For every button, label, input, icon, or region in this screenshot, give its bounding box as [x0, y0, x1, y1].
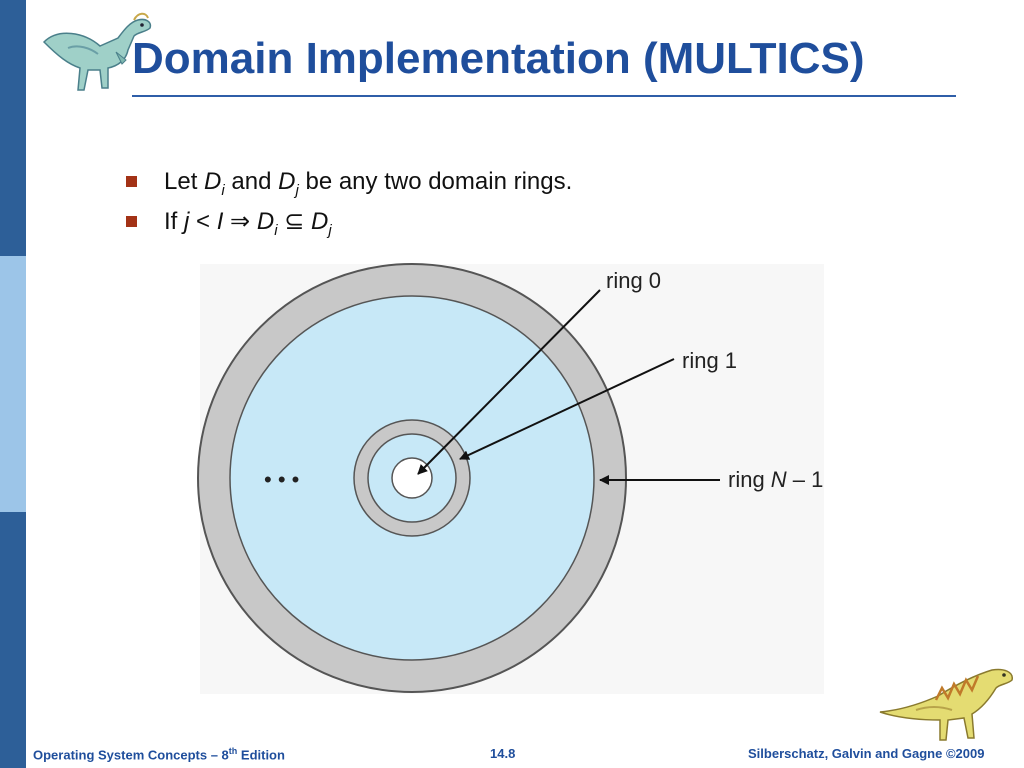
bullet-text: Let — [164, 168, 205, 195]
slide-title: Domain Implementation (MULTICS) — [132, 34, 865, 83]
arrow-ring1 — [459, 358, 675, 460]
footer-left: Operating System Concepts – 8th Edition — [33, 746, 285, 762]
label-ring0: ring 0 — [606, 268, 661, 293]
footer-authors: Silberschatz, Galvin and Gagne ©2009 — [748, 746, 985, 761]
domain-symbol: D — [204, 168, 222, 195]
square-bullet-icon — [126, 216, 137, 227]
footer-edition: Edition — [237, 747, 285, 763]
square-bullet-icon — [126, 176, 137, 187]
dinosaur-icon-bottom — [879, 668, 1013, 741]
implies-operator: ⇒ — [223, 208, 257, 235]
arrow-ring0 — [417, 289, 601, 475]
sidebar-segment-middle — [0, 256, 26, 512]
operator: < — [189, 208, 217, 235]
ring-center-white — [391, 457, 433, 499]
label-ringN: ring N – 1 — [728, 467, 823, 492]
bullet-text: be any two domain rings. — [298, 168, 573, 195]
bullet-text: and — [224, 168, 279, 195]
footer-book-title: Operating System Concepts – 8 — [33, 747, 229, 763]
label-ringN-variable: N — [771, 467, 787, 492]
footer-superscript: th — [228, 746, 238, 756]
footer-page-number: 14.8 — [490, 746, 516, 761]
bullet-text: If — [164, 208, 185, 235]
variable: j — [184, 208, 190, 235]
subscript: j — [295, 181, 299, 199]
label-ringN-suffix: – 1 — [787, 467, 824, 492]
label-ring1: ring 1 — [682, 348, 737, 373]
domain-symbol: D — [278, 168, 296, 195]
bullet-item-2: If j < I ⇒ Di ⊆ Dj — [126, 204, 572, 244]
dinosaur-icon-top — [42, 12, 152, 91]
ellipsis-dots: • • • — [264, 467, 299, 492]
bullet-item-1: Let Di and Dj be any two domain rings. — [126, 164, 572, 204]
left-sidebar-stripe — [0, 0, 26, 768]
subset-operator: ⊆ — [277, 208, 311, 235]
title-underline — [132, 95, 956, 97]
variable: I — [216, 208, 224, 235]
domain-symbol: D — [256, 208, 275, 235]
bullet-list: Let Di and Dj be any two domain rings. I… — [126, 164, 572, 244]
label-ringN-prefix: ring — [728, 467, 771, 492]
sidebar-segment-top — [0, 0, 26, 256]
subscript: j — [328, 221, 332, 239]
ring-diagram: ring 0 ring 1 ring N – 1 • • • — [197, 263, 824, 694]
domain-symbol: D — [310, 208, 329, 235]
subscript: i — [221, 181, 225, 199]
subscript: i — [274, 221, 278, 239]
sidebar-segment-bottom — [0, 512, 26, 768]
